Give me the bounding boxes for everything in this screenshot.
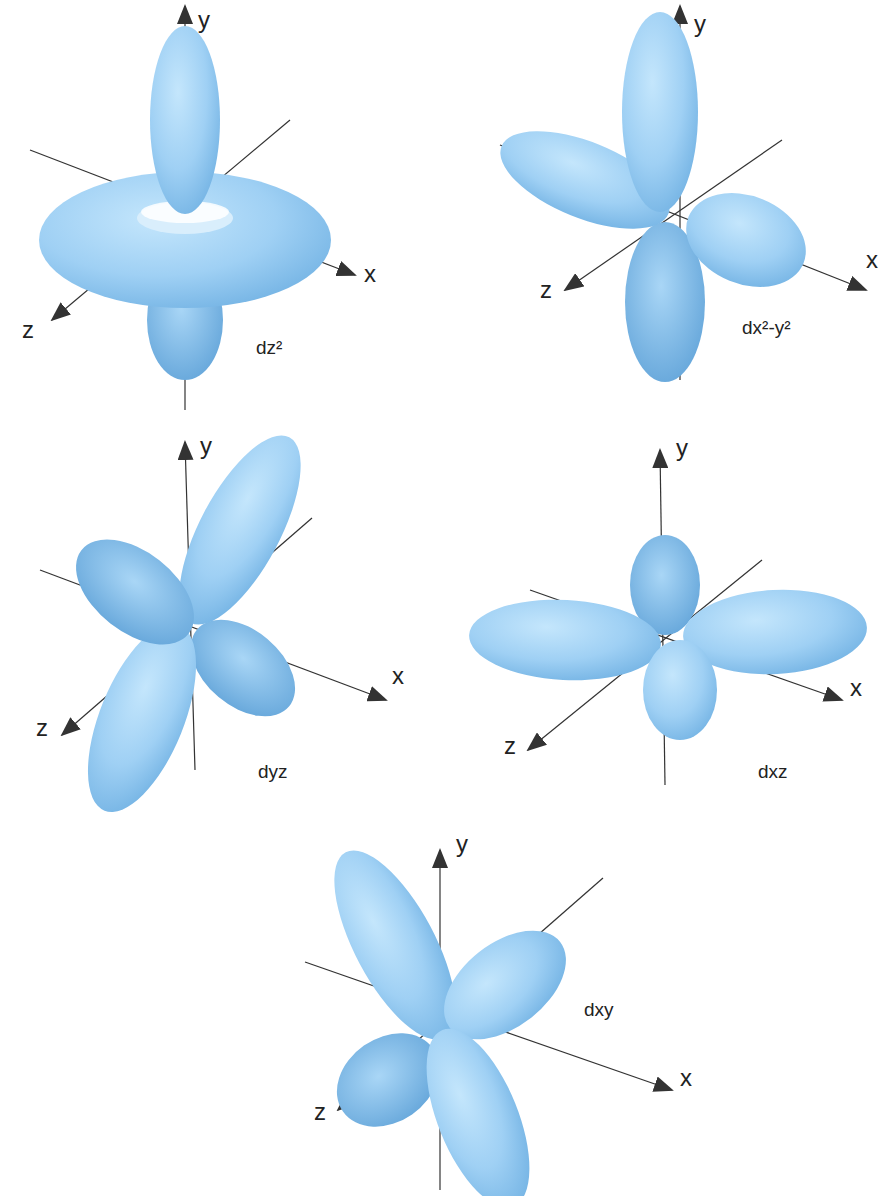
axis-label: y <box>198 8 210 32</box>
axis-label: x <box>850 676 862 700</box>
axis-label: y <box>200 434 212 458</box>
axis-label: z <box>504 734 516 758</box>
axis-label: z <box>540 278 552 302</box>
axis-label: y <box>694 12 706 36</box>
orbital-label: dxz <box>758 762 788 781</box>
orbital-label: dx²-y² <box>742 318 791 337</box>
axis-label: x <box>680 1066 692 1090</box>
orbital-label: dxy <box>584 1000 614 1019</box>
axis-label: y <box>456 832 468 856</box>
orbital-label: dz² <box>256 338 282 357</box>
axis-label: x <box>866 248 878 272</box>
dz2-orbital <box>30 6 355 410</box>
axis-label: z <box>22 318 34 342</box>
axis-label: z <box>36 716 48 740</box>
axis-label: z <box>314 1100 326 1124</box>
orbital-label: dyz <box>258 762 288 781</box>
axis-label: x <box>364 262 376 286</box>
axis-label: x <box>392 664 404 688</box>
axis-label: y <box>676 436 688 460</box>
